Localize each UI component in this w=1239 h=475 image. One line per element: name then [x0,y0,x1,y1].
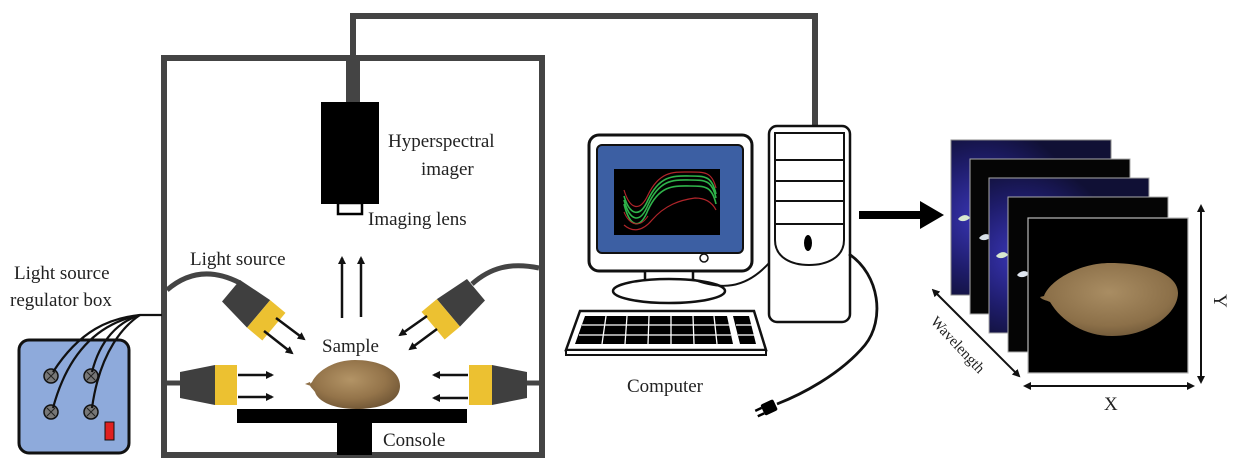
computer [564,124,879,418]
computer-tower [767,124,852,324]
light-beam-arrow [263,330,294,355]
monitor-power-button [699,253,709,263]
regulator-knob [83,404,99,420]
imager-label-line2: imager [421,159,474,180]
regulator-label-line2: regulator box [10,290,112,311]
sample-potato [305,360,400,409]
light-beam-arrow [408,327,438,351]
regulator-knob [83,368,99,384]
console-stand [337,423,372,455]
hyperspectral-image-cube [950,139,1189,374]
light-source-label: Light source [190,249,286,270]
tower-power-button [804,235,812,251]
light-source-lower-left [167,365,237,405]
light-beam-arrow [398,314,428,337]
light-beam-arrow [275,317,306,341]
potato-image [1040,263,1178,336]
regulator-label-line1: Light source [14,263,110,284]
imager-data-cable [350,13,818,128]
power-switch [104,421,115,441]
lens-label: Imaging lens [368,209,467,230]
light-source-lower-right [469,365,539,405]
light-source-regulator-box [17,338,131,455]
imaging-lens [336,201,364,216]
console-label: Console [383,430,445,451]
hyperspectral-imager [321,102,379,204]
wavelength-axis-arrow [931,288,1021,378]
cube-layer-front [1027,217,1189,374]
output-arrow [859,201,944,229]
power-cable [776,252,879,406]
keyboard [564,309,768,356]
monitor-base [611,277,727,305]
y-axis-label: Y [1209,294,1230,308]
imager-mount [346,58,360,103]
monitor-cable [691,261,771,287]
x-axis-label: X [1104,394,1118,415]
regulator-knob [43,404,59,420]
light-source-upper-right [421,263,540,340]
sample-label: Sample [322,336,379,357]
spectrum-plot-thumbnail [614,169,720,235]
console-platform [237,409,467,423]
regulator-knob [43,368,59,384]
power-plug-icon [754,399,778,418]
wavelength-axis-label: Wavelength [927,314,988,377]
computer-label: Computer [627,376,704,397]
imager-label-line1: Hyperspectral [388,131,495,152]
light-source-upper-left [165,271,286,341]
regulator-wires [51,313,162,409]
